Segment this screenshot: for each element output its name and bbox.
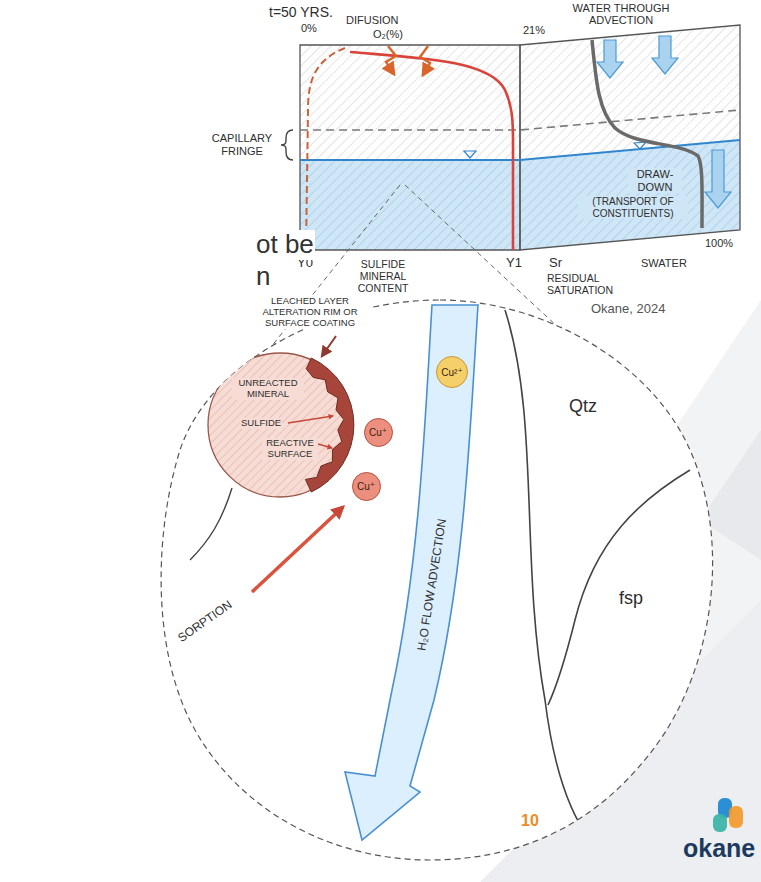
soil-column-part	[300, 160, 520, 250]
time-label: t=50 YRS.	[268, 4, 334, 20]
callout-label: LEACHED LAYER ALTERATION RIM OR SURFACE …	[248, 296, 372, 329]
scale-value: 100%	[704, 237, 734, 250]
process-label: SORPTION	[175, 598, 236, 646]
process-label: DIFUSION	[345, 14, 400, 27]
axis-unit: O₂(%)	[372, 28, 404, 41]
process-label: WATER THROUGH ADVECTION	[560, 2, 682, 26]
soil-column-part	[520, 25, 740, 250]
soil-column-part	[420, 46, 430, 75]
grain-scale-view-part	[252, 507, 343, 592]
grain-scale-view-part	[505, 310, 590, 840]
ion-circle: Cu²⁺	[436, 356, 468, 388]
soil-column-part	[520, 25, 740, 160]
soil-column-part	[306, 48, 345, 250]
ion-label: Cu⁺	[369, 427, 387, 438]
grain-scale-view	[190, 305, 690, 840]
soil-column-part	[300, 45, 520, 160]
mineral-label: REACTIVE SURFACE	[262, 438, 318, 460]
source-credit: Okane, 2024	[590, 302, 666, 317]
ion-circle: Cu⁺	[364, 418, 393, 447]
slide-text: ot be	[255, 230, 315, 260]
zoom-circle	[161, 300, 712, 860]
soil-column-part	[652, 36, 678, 74]
soil-column-part	[597, 40, 623, 78]
grain-scale-view-part	[288, 416, 333, 423]
soil-column-part	[634, 142, 646, 149]
soil-column-part	[300, 140, 740, 160]
mineral-label: Qtz	[568, 396, 598, 417]
soil-column-part	[705, 150, 731, 208]
soil-column-part	[300, 45, 520, 250]
soil-column-part	[300, 110, 740, 130]
soil-column	[281, 25, 740, 250]
soil-column-part	[386, 46, 396, 74]
page-number: 10	[520, 812, 540, 830]
grain-scale-view-part	[190, 488, 232, 560]
flow-label: H₂O FLOW ADVECTION	[416, 517, 451, 653]
process-label: DRAW- DOWN	[628, 168, 682, 193]
scale-value: 21%	[522, 24, 546, 37]
ion-label: Cu⁺	[357, 481, 375, 492]
symbol-label: Sr	[548, 256, 563, 271]
axis-label: SULFIDE MINERAL CONTENT	[345, 258, 421, 294]
mineral-label: UNREACTED MINERAL	[232, 378, 304, 400]
scale-value: 0%	[300, 22, 318, 35]
zone-label: CAPILLARY FRINGE	[204, 132, 280, 157]
axis-label: SWATER	[640, 257, 688, 270]
soil-column-part	[281, 130, 293, 160]
logo-icon	[713, 798, 743, 832]
logo-icon-part	[729, 806, 743, 828]
ion-label: Cu²⁺	[441, 367, 462, 378]
process-note: (TRANSPORT OF CONSTITUENTS)	[578, 196, 688, 219]
soil-column-part	[464, 151, 476, 158]
zoom-circle-part	[161, 300, 712, 860]
grain-scale-view-part	[318, 444, 332, 448]
symbol-label: Y1	[505, 256, 523, 271]
logo-text: okane	[682, 834, 756, 863]
slide-text: n	[255, 262, 271, 292]
grain-scale-view-part	[345, 305, 478, 840]
axis-label: RESIDUAL SATURATION	[546, 272, 644, 296]
grain-scale-view-part	[305, 358, 353, 492]
soil-column-part	[350, 52, 513, 250]
logo-icon-part	[713, 814, 727, 832]
grain-scale-view-part	[548, 470, 690, 705]
mineral-label: SULFIDE	[240, 418, 282, 429]
grain-scale-view-part	[322, 336, 336, 356]
mineral-label: fsp	[618, 588, 644, 609]
ion-circle: Cu⁺	[352, 472, 381, 501]
